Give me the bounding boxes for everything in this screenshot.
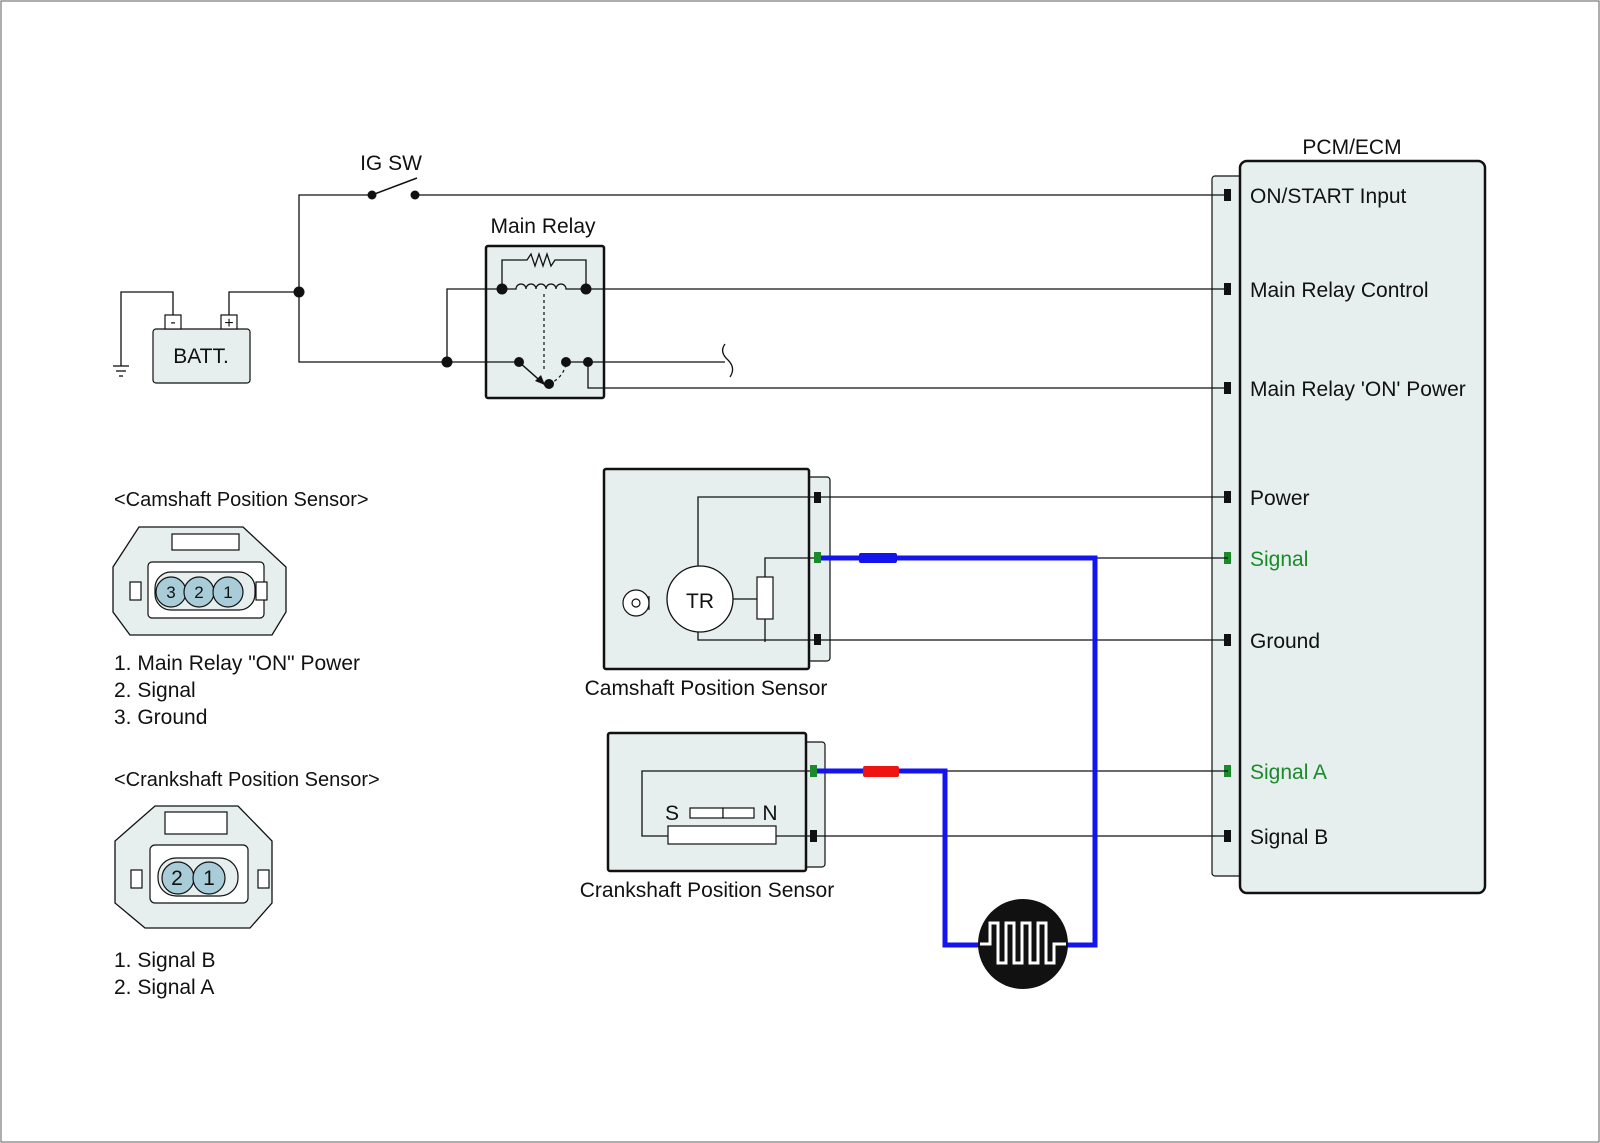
ground-symbol-icon (113, 365, 129, 377)
main-relay-label: Main Relay (490, 215, 596, 238)
pcm-pin-label-power: Power (1250, 487, 1310, 510)
battery-body (152, 328, 251, 384)
battery-minus-symbol: - (170, 314, 175, 331)
cam-connector-title: <Camshaft Position Sensor> (114, 489, 369, 511)
pcm-pin-label-signal: Signal (1250, 548, 1308, 571)
magnet-s (689, 807, 724, 819)
cam-pin-1: 1 (223, 583, 232, 602)
crank-pickup-coil (667, 825, 777, 845)
cam-target-wheel-icon (622, 589, 650, 617)
pcm-pin-label-main-relay-on-power: Main Relay 'ON' Power (1250, 378, 1466, 401)
cam-resistor (756, 576, 774, 620)
cam-pin-3: 3 (166, 583, 175, 602)
crank-probe-clip (863, 766, 899, 777)
crank-connector-title: <Crankshaft Position Sensor> (114, 769, 380, 791)
magnet-n (722, 807, 755, 819)
battery: BATT. - + (113, 291, 299, 384)
transistor-label: TR (686, 590, 714, 613)
ig-sw-label: IG SW (360, 152, 422, 175)
oscilloscope-waveform-icon (978, 899, 1068, 989)
pcm-pin-label-main-relay-control: Main Relay Control (1250, 279, 1429, 302)
pcm-pin-label-ground: Ground (1250, 630, 1320, 653)
pcm-ecm-title: PCM/ECM (1302, 136, 1401, 159)
cam-connector-view: <Camshaft Position Sensor> 3 2 1 1. Main… (112, 489, 369, 729)
south-pole-label: S (665, 802, 679, 825)
cam-sensor-caption: Camshaft Position Sensor (585, 677, 828, 700)
crank-pin-1: 1 (203, 867, 215, 890)
crank-sensor-caption: Crankshaft Position Sensor (580, 879, 834, 902)
main-relay: Main Relay (447, 215, 606, 400)
battery-label: BATT. (173, 345, 229, 368)
pcm-pin-label-signal-a: Signal A (1250, 761, 1327, 784)
pcm-pin-label-on-start-input: ON/START Input (1250, 185, 1407, 208)
oscilloscope-probe-wiring (817, 553, 1098, 989)
cam-connector-strip (807, 476, 831, 662)
camshaft-sensor: TR Camshaft Position Sensor (585, 467, 831, 700)
crank-pin-2: 2 (171, 867, 183, 890)
cam-legend-2: 2. Signal (114, 679, 196, 702)
cam-pin-2: 2 (194, 583, 203, 602)
crank-legend-1: 1. Signal B (114, 949, 216, 972)
pcm-ecm-body (1238, 159, 1487, 895)
crank-connector-view: <Crankshaft Position Sensor> 2 1 1. Sign… (114, 769, 380, 999)
north-pole-label: N (762, 802, 777, 825)
cam-legend-1: 1. Main Relay "ON" Power (114, 652, 360, 675)
cam-probe-clip (859, 553, 897, 563)
ignition-switch: IG SW (298, 152, 1228, 292)
cam-legend-3: 3. Ground (114, 706, 207, 729)
crank-legend-2: 2. Signal A (114, 976, 214, 999)
pcm-pin-label-signal-b: Signal B (1250, 826, 1328, 849)
battery-plus-symbol: + (224, 315, 233, 332)
